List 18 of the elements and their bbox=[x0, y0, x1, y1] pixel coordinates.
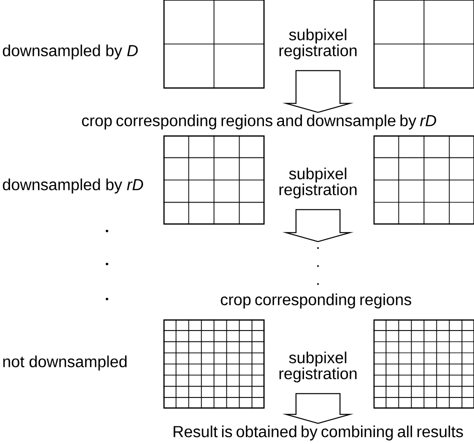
side-label: not downsampled bbox=[3, 356, 127, 370]
text-label: subpixel registration bbox=[280, 352, 357, 382]
side-label: downsampled by D bbox=[2, 44, 138, 60]
block-arrow bbox=[282, 70, 354, 113]
block-arrow bbox=[282, 393, 354, 424]
block-arrow bbox=[282, 209, 354, 242]
text-label: subpixel registration bbox=[280, 28, 357, 60]
grid-drawing bbox=[373, 135, 474, 225]
text-label: crop corresponding regions and downsample by rD bbox=[82, 114, 436, 130]
grid-drawing bbox=[373, 0, 474, 89]
grid-drawing bbox=[163, 135, 265, 225]
text-label: crop corresponding regions bbox=[220, 294, 412, 308]
text-label: subpixel registration bbox=[280, 168, 357, 198]
grid-drawing bbox=[163, 319, 265, 409]
grid-drawing bbox=[163, 0, 265, 89]
grid-drawing bbox=[373, 319, 474, 409]
text-label: Result is obtained by combining all results bbox=[174, 426, 463, 440]
side-label: downsampled by rD bbox=[2, 178, 144, 194]
